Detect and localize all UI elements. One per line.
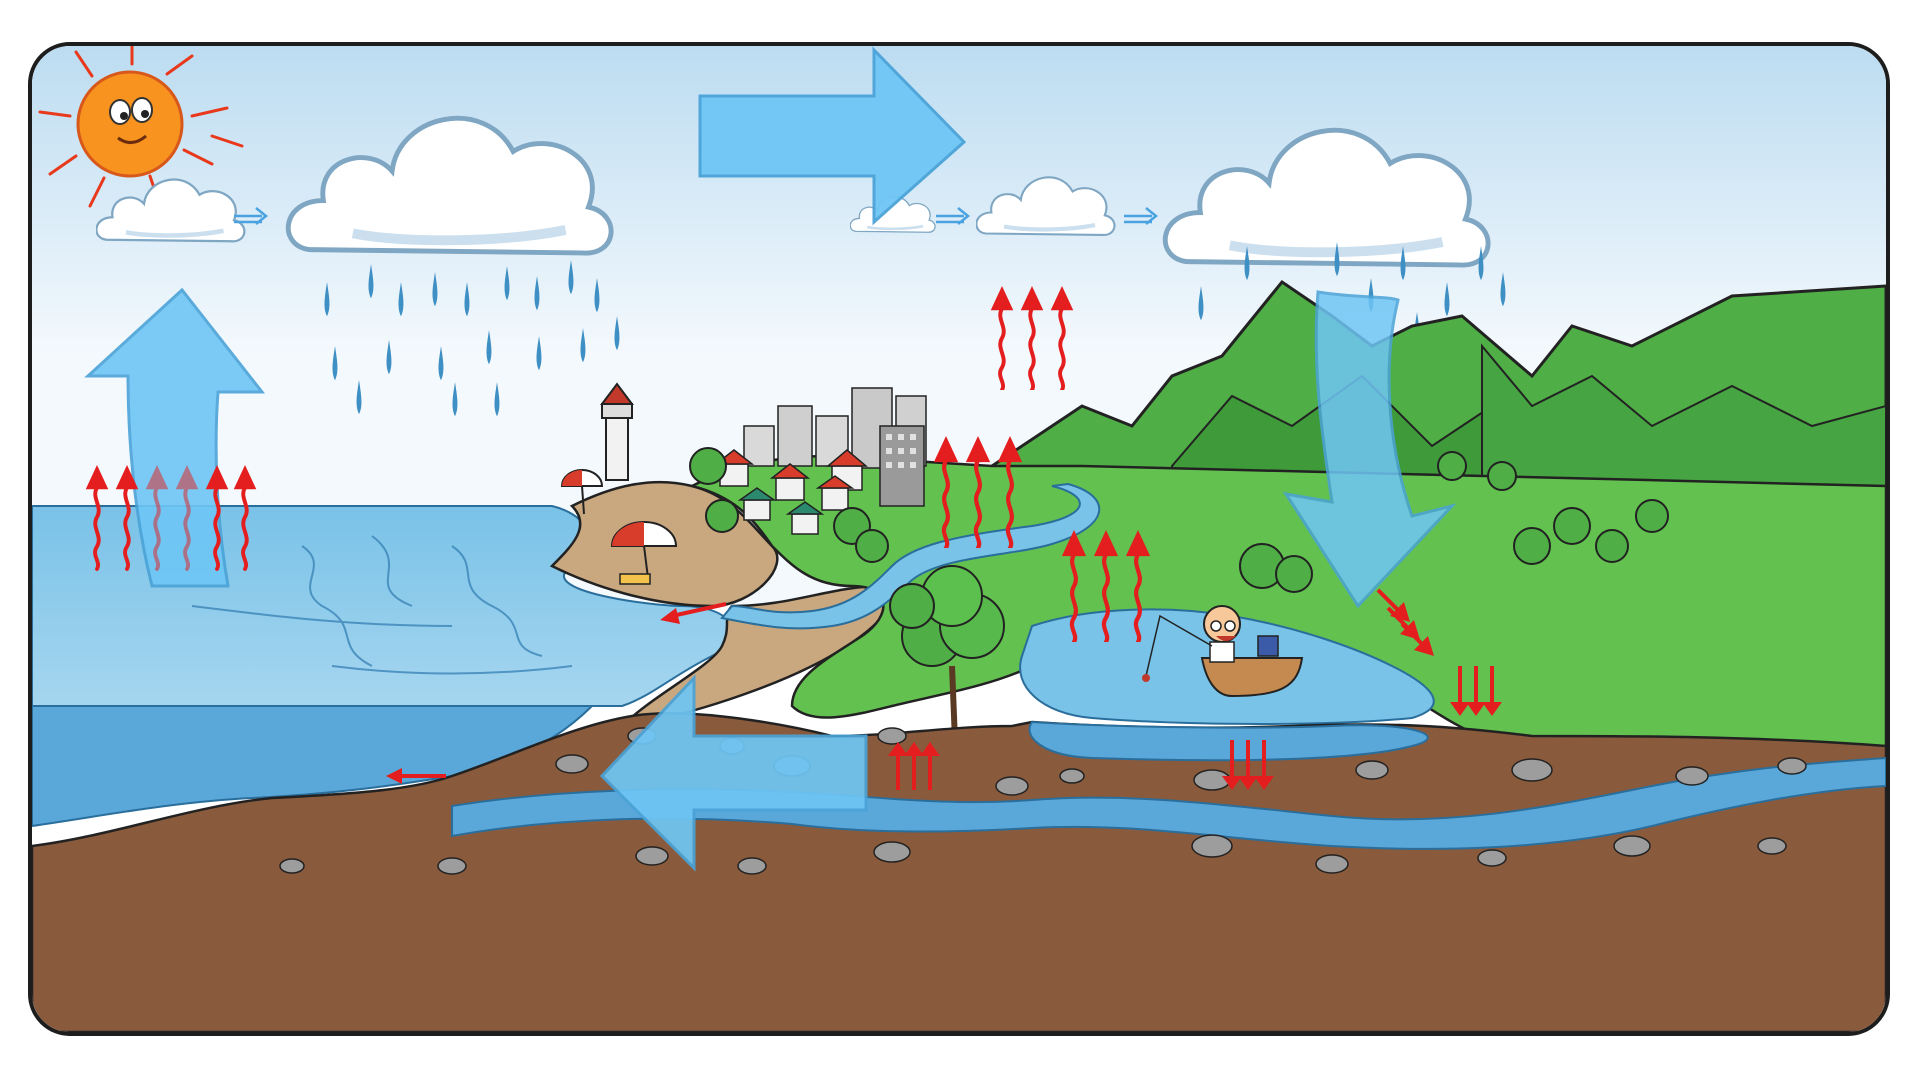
lighthouse-icon: [602, 384, 632, 480]
water-cycle-illustration: [28, 42, 1890, 1036]
groundwater-lake: [1030, 722, 1428, 760]
